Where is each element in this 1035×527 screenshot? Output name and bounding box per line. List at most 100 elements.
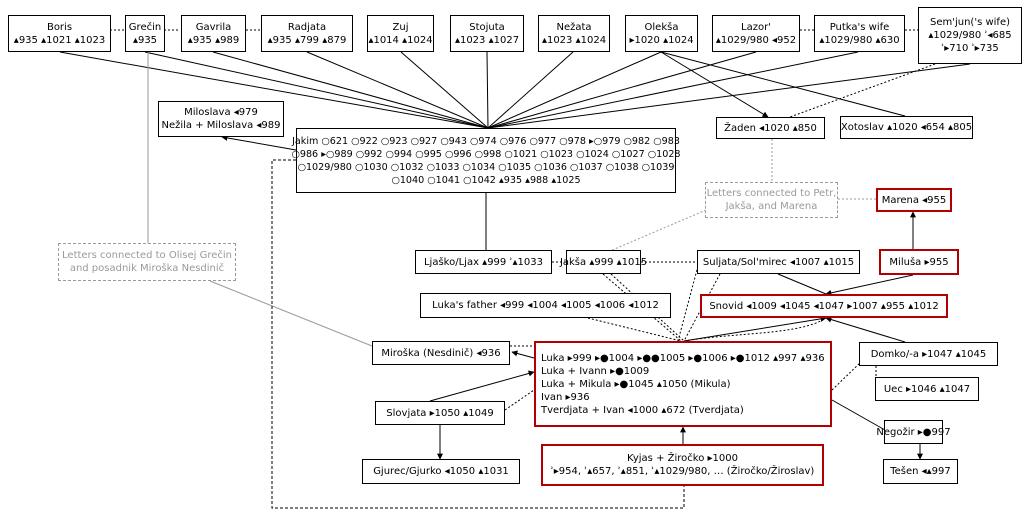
node-miroska-line: Miroška (Nesdinič) ◂936 — [381, 347, 501, 359]
node-jaksa-line: Jakša ▴999 ▴1015 — [559, 256, 648, 268]
node-suljata-line: Suljata/Sol'mirec ◂1007 ▴1015 — [702, 256, 855, 268]
node-jaksa: Jakša ▴999 ▴1015 — [560, 250, 647, 274]
node-nezata: Nežata▴1023 ▴1024 — [538, 15, 610, 52]
node-lazor: Lazor'▴1029/980 ◂952 — [712, 15, 800, 52]
edge-slovjata-luka — [429, 370, 535, 402]
node-letters-olisej-line: and posadnik Miroška Nesdinič — [69, 263, 225, 274]
node-lazor-line: Lazor' — [741, 21, 771, 33]
node-oleksa-line: Olekša — [644, 21, 679, 33]
node-ljasko: Ljaško/Ljax ▴999 ʾ▴1033 — [415, 250, 552, 274]
node-radjata: Radjata▴935 ▴799 ▴879 — [261, 15, 353, 52]
edge-jaksa-luka — [602, 273, 682, 342]
node-oleksa-line: ▸1020 ▴1024 — [629, 34, 694, 46]
node-nezata-line: Nežata — [556, 21, 592, 33]
edge-suljata-luka-2 — [677, 265, 699, 342]
edge-jakim-miloslava — [221, 134, 297, 151]
node-milusa: Miluša ▸955 — [879, 249, 959, 275]
node-putkas-wife: Putka's wife▴1029/980 ▴630 — [814, 15, 905, 52]
node-putkas-wife-line: Putka's wife — [829, 21, 890, 33]
node-gjurec-line: Gjurec/Gjurko ◂1050 ▴1031 — [373, 466, 509, 477]
node-kyjas-line: Kyjas + Žiročko ▸1000 — [627, 453, 738, 464]
node-stojuta-line: ▴1023 ▴1027 — [454, 34, 520, 46]
node-luka-line: Luka + Ivann ▸●1009 — [541, 365, 650, 377]
edge-slovjata-luka-dashed — [504, 389, 535, 411]
node-luka: Luka ▸999 ▸●1004 ▸●●1005 ▸●1006 ▸●1012 ▴… — [534, 341, 832, 427]
edge-luka-negozir — [831, 399, 886, 431]
node-negozir: Negožir ▸●997 — [876, 420, 951, 444]
node-tesen-line: Tešen ◂▴997 — [890, 466, 951, 477]
node-xotoslav: Xotoslav ▴1020 ◂654 ▴805 — [840, 116, 973, 139]
edge-letters-miroska — [209, 280, 373, 347]
node-slovjata-line: Slovjata ▸1050 ▴1049 — [386, 407, 494, 419]
node-stojuta-line: Stojuta — [469, 21, 505, 33]
node-gavrila-line: Gavrila — [195, 21, 232, 33]
edge-luka-snovid — [683, 315, 827, 342]
node-zaden-line: Žaden ◂1020 ▴850 — [724, 122, 817, 134]
node-putkas-wife-line: ▴1029/980 ▴630 — [819, 34, 900, 46]
node-grecin-line: ▴935 — [132, 34, 158, 46]
node-gjurec: Gjurec/Gjurko ◂1050 ▴1031 — [362, 459, 520, 484]
node-domko-line: Domko/-a ▸1047 ▴1045 — [870, 348, 987, 360]
node-luka-line: Luka ▸999 ▸●1004 ▸●●1005 ▸●1006 ▸●1012 ▴… — [541, 352, 825, 364]
edge-oleksa-zaden — [660, 51, 769, 118]
node-milusa-line: Miluša ▸955 — [889, 256, 949, 268]
edge-domko-snovid — [825, 316, 906, 343]
node-semjuns-wife-line: ʾ▸710 ʾ▸735 — [941, 43, 999, 54]
node-zuj-line: Zuj — [392, 21, 409, 33]
node-snovid: Snovid ◂1009 ◂1045 ◂1047 ▸1007 ▴955 ▴101… — [700, 294, 948, 318]
node-marena-line: Marena ◂955 — [881, 194, 947, 206]
jakim-fan-lines — [59, 51, 971, 129]
edge-oleksa-xotoslav — [660, 51, 906, 117]
node-ljasko-line: Ljaško/Ljax ▴999 ʾ▴1033 — [423, 256, 543, 268]
node-luka-line: Ivan ▸936 — [541, 391, 590, 403]
node-suljata: Suljata/Sol'mirec ◂1007 ▴1015 — [697, 250, 860, 274]
node-miloslava-line: Miloslava ◂979 — [184, 107, 258, 118]
node-luka-line: Tverdjata + Ivan ◂1000 ▴672 (Tverdjata) — [541, 404, 744, 416]
edge-luka-snovid-dashed — [683, 317, 827, 342]
node-snovid-line: Snovid ◂1009 ◂1045 ◂1047 ▸1007 ▴955 ▴101… — [709, 300, 939, 312]
node-jakim-line: Jakim ○621 ○922 ○923 ○927 ○943 ○974 ○976… — [292, 135, 680, 147]
node-lukas-father: Luka's father ◂999 ◂1004 ◂1005 ◂1006 ◂10… — [420, 293, 671, 318]
node-lazor-line: ▴1029/980 ◂952 — [715, 34, 797, 46]
node-nezata-line: ▴1023 ▴1024 — [541, 34, 607, 46]
node-semjuns-wife-line: ▴1029/980 ʾ◂685 — [928, 30, 1012, 41]
node-domko: Domko/-a ▸1047 ▴1045 — [859, 342, 998, 366]
edge-jakim-kyjas-loop — [271, 159, 685, 509]
node-boris-line: Boris — [46, 21, 73, 33]
node-stojuta: Stojuta▴1023 ▴1027 — [450, 15, 524, 52]
node-jakim-line: ○986 ▸○989 ○992 ○994 ○995 ○996 ○998 ○102… — [291, 148, 681, 160]
node-negozir-line: Negožir ▸●997 — [876, 426, 951, 438]
node-radjata-line: Radjata — [287, 21, 327, 33]
edge-suljata-luka — [683, 273, 721, 342]
edge-milusa-snovid — [825, 274, 914, 296]
node-letters-petr: Letters connected to Petr,Jakša, and Mar… — [705, 182, 838, 218]
node-letters-petr-line: Jakša, and Marena — [725, 201, 818, 212]
node-jakim-line: ○1040 ○1041 ○1042 ▴935 ▴988 ▴1025 — [391, 174, 581, 186]
node-jakim-line: ○1029/980 ○1030 ○1032 ○1033 ○1034 ○1035 … — [297, 161, 675, 173]
node-miloslava-line: Nežila + Miloslava ◂989 — [161, 120, 281, 131]
node-boris-line: ▴935 ▴1021 ▴1023 — [13, 34, 106, 46]
node-luka-line: Luka + Mikula ▸●1045 ▴1050 (Mikula) — [541, 378, 731, 390]
node-gavrila-line: ▴935 ▴989 — [187, 34, 240, 46]
node-jakim: Jakim ○621 ○922 ○923 ○927 ○943 ○974 ○976… — [291, 128, 681, 193]
edge-suljata-snovid — [777, 273, 827, 295]
node-uec-line: Uec ▸1046 ▴1047 — [883, 383, 971, 395]
node-xotoslav-line: Xotoslav ▴1020 ◂654 ▴805 — [840, 122, 973, 133]
node-slovjata: Slovjata ▸1050 ▴1049 — [375, 401, 505, 425]
node-radjata-line: ▴935 ▴799 ▴879 — [267, 34, 347, 46]
node-marena: Marena ◂955 — [876, 188, 952, 212]
node-lukas-father-line: Luka's father ◂999 ◂1004 ◂1005 ◂1006 ◂10… — [432, 300, 659, 311]
node-oleksa: Olekša▸1020 ▴1024 — [625, 15, 698, 52]
node-uec: Uec ▸1046 ▴1047 — [875, 377, 979, 401]
node-miroska: Miroška (Nesdinič) ◂936 — [372, 341, 510, 365]
edge-luka-miroska — [511, 350, 535, 359]
edge-luka-domko — [831, 361, 862, 391]
node-kyjas-line: ʾ▸954, ʾ▴657, ʾ▴851, ʾ▴1029/980, … (Žiro… — [550, 466, 815, 477]
edge-letters-jaksa — [609, 209, 707, 252]
node-zuj-line: ▴1014 ▴1024 — [368, 34, 433, 46]
